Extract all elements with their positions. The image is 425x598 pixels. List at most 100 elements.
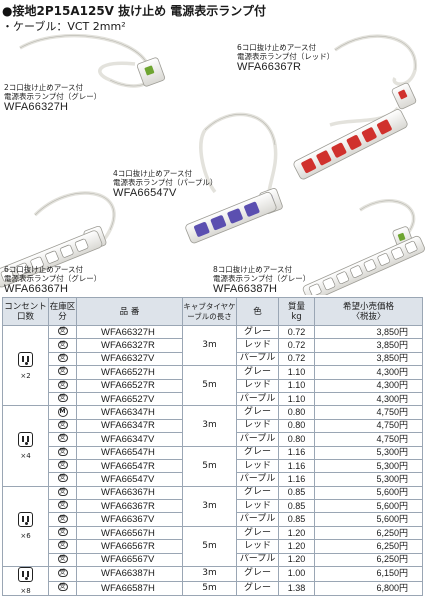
color-cell: グレー [236,525,279,541]
outlet-count: ×2 [20,371,31,380]
stock-mark-icon: M [57,406,68,417]
outlet-count-cell: ×4 [2,405,49,487]
cable-length-cell: 5m [182,365,237,407]
stock-cell: 受 [48,378,77,393]
stock-cell: 受 [48,580,77,597]
mass-cell: 1.16 [278,445,315,460]
header-price: 希望小売価格 〈税抜〉 [314,297,423,326]
product-model: WFA66327H [4,101,69,113]
stock-mark-icon: 受 [57,461,68,470]
color-cell: パープル [236,472,279,487]
cable-length-cell: 5m [182,445,237,487]
model-cell: WFA66547H [76,445,183,460]
power-strip-6-gray [0,191,116,288]
stock-mark-icon: 受 [57,420,68,429]
stock-cell: 受 [48,525,77,541]
stock-mark-icon: 受 [57,447,68,456]
price-cell: 4,750円 [314,418,423,434]
heading-text: 接地2P15A125V 抜け止め 電源表示ランプ付 [12,4,266,18]
outlet-count: ×8 [20,587,31,596]
product-label-5: 8コ口抜け止めアース付 電源表示ランプ付（グレー） WFA66387H [213,265,311,295]
model-cell: WFA66347H [76,405,183,420]
stock-cell: 受 [48,324,77,340]
color-cell: パープル [236,512,279,527]
stock-mark-icon: 受 [57,367,68,376]
stock-cell: 受 [48,351,77,367]
model-cell: WFA66527R [76,378,183,393]
model-cell: WFA66567R [76,539,183,554]
model-cell: WFA66327R [76,338,183,353]
model-cell: WFA66547V [76,472,183,487]
mass-cell: 0.80 [278,418,315,434]
outlet-count: ×6 [20,532,31,541]
price-cell: 3,850円 [314,338,423,353]
color-cell: レッド [236,458,279,474]
stock-cell: 受 [48,539,77,554]
header-mass: 質量 kg [278,297,315,326]
stock-mark-icon: 受 [57,487,68,496]
price-cell: 5,300円 [314,458,423,474]
price-cell: 6,250円 [314,552,423,568]
header-stock: 在庫区分 [48,297,77,326]
color-cell: グレー [236,405,279,420]
stock-mark-icon: 受 [57,434,68,443]
model-cell: WFA66567H [76,525,183,541]
outlet-count: ×4 [20,452,31,461]
color-cell: グレー [236,566,279,582]
stock-mark-icon: 受 [57,541,68,550]
page-title: ●接地2P15A125V 抜け止め 電源表示ランプ付 [2,2,422,19]
stock-cell: 受 [48,499,77,514]
color-cell: レッド [236,378,279,393]
product-model: WFA66387H [213,283,278,295]
model-cell: WFA66527H [76,365,183,380]
price-cell: 3,850円 [314,351,423,367]
outlet-icon [18,512,33,528]
stock-cell: 受 [48,485,77,501]
stock-cell: 受 [48,458,77,474]
color-cell: パープル [236,432,279,447]
model-cell: WFA66567V [76,552,183,568]
price-cell: 5,600円 [314,485,423,501]
price-cell: 4,300円 [314,391,423,407]
stock-cell: 受 [48,566,77,582]
price-cell: 3,850円 [314,324,423,340]
stock-mark-icon: 受 [57,340,68,349]
color-cell: パープル [236,552,279,568]
stock-cell: 受 [48,418,77,434]
price-cell: 4,750円 [314,432,423,447]
stock-cell: 受 [48,552,77,568]
model-cell: WFA66547R [76,458,183,474]
color-cell: レッド [236,539,279,554]
price-cell: 6,250円 [314,525,423,541]
cable-length-cell: 5m [182,580,237,597]
price-cell: 4,300円 [314,365,423,380]
mass-cell: 0.80 [278,432,315,447]
mass-cell: 1.20 [278,552,315,568]
header-color: 色 [236,297,279,326]
outlet-count-cell: ×2 [2,324,49,407]
color-cell: パープル [236,351,279,367]
price-cell: 4,300円 [314,378,423,393]
mass-cell: 1.00 [278,566,315,582]
color-cell: グレー [236,445,279,460]
mass-cell: 1.20 [278,525,315,541]
mass-cell: 1.10 [278,391,315,407]
model-cell: WFA66587H [76,580,183,597]
stock-mark-icon: 受 [57,380,68,389]
mass-cell: 0.80 [278,405,315,420]
stock-mark-icon: 受 [57,568,68,577]
color-cell: レッド [236,499,279,514]
mass-cell: 1.16 [278,458,315,474]
